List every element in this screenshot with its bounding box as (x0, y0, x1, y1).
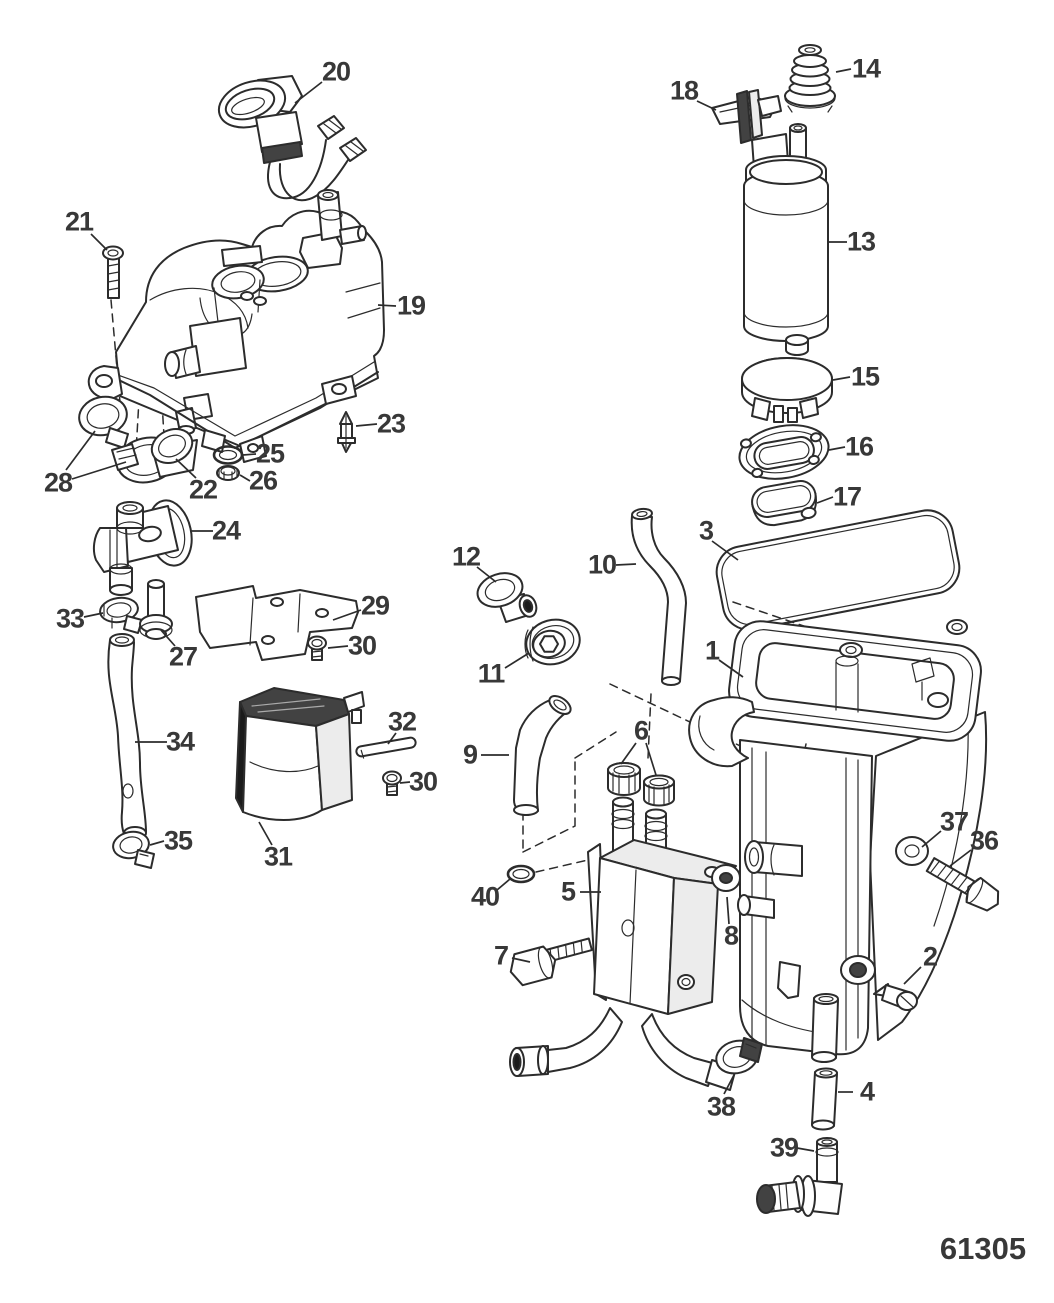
part-9-drawing (513, 695, 572, 816)
part-callout-27: 27 (168, 641, 198, 672)
part-36-drawing (925, 857, 1000, 912)
part-callout-21: 21 (64, 206, 94, 237)
part-callout-30: 30 (408, 766, 438, 797)
part-8-drawing (711, 864, 741, 892)
part-38-drawing (715, 1037, 763, 1075)
part-callout-23: 23 (376, 408, 406, 439)
part-callout-6: 6 (633, 715, 649, 746)
part-callout-35: 35 (163, 825, 193, 856)
part-callout-3: 3 (698, 515, 714, 546)
part-19-drawing (87, 189, 385, 463)
part-callout-40: 40 (470, 881, 500, 912)
part-callout-39: 39 (769, 1132, 799, 1163)
part-24-drawing (92, 499, 193, 596)
part-callout-15: 15 (850, 361, 880, 392)
part-18-drawing (711, 89, 782, 144)
part-7-drawing (509, 937, 593, 987)
part-5-drawing (509, 796, 737, 1091)
part-15-drawing (741, 357, 833, 423)
part-12-drawing (476, 572, 538, 623)
part-callout-32: 32 (387, 706, 417, 737)
part-callout-14: 14 (851, 53, 881, 84)
part-callout-36: 36 (969, 825, 999, 856)
part-callout-17: 17 (832, 481, 862, 512)
part-30-drawing (307, 635, 327, 661)
part-30b-drawing (382, 770, 402, 796)
part-callout-34: 34 (165, 726, 195, 757)
part-37-drawing (895, 836, 929, 866)
part-1-drawing (688, 619, 988, 1056)
part-33-drawing (99, 596, 143, 634)
part-callout-24: 24 (211, 515, 241, 546)
part-callout-7: 7 (493, 940, 509, 971)
part-callout-19: 19 (396, 290, 426, 321)
part-25-drawing (212, 445, 244, 465)
part-callout-4: 4 (859, 1076, 875, 1107)
part-callout-20: 20 (321, 56, 351, 87)
part-35-drawing (112, 830, 155, 869)
part-17-drawing (751, 480, 817, 527)
part-callout-33: 33 (55, 603, 85, 634)
part-2-drawing (873, 983, 918, 1011)
part-23-drawing (337, 411, 356, 453)
part-callout-37: 37 (939, 806, 969, 837)
part-26-drawing (216, 465, 240, 481)
part-27-drawing (139, 579, 173, 640)
part-callout-11: 11 (477, 658, 506, 689)
part-10-drawing (630, 507, 687, 686)
drawing-number: 61305 (939, 1231, 1027, 1266)
part-callout-38: 38 (706, 1091, 736, 1122)
part-39-drawing (756, 1137, 843, 1217)
part-13-drawing (743, 123, 829, 356)
part-callout-1: 1 (704, 635, 720, 666)
part-callout-16: 16 (844, 431, 874, 462)
part-21-drawing (102, 245, 124, 299)
part-3-drawing (715, 509, 961, 631)
part-callout-30: 30 (347, 630, 377, 661)
part-callout-28: 28 (43, 467, 73, 498)
part-34-drawing (107, 633, 147, 840)
part-callout-29: 29 (360, 590, 390, 621)
part-callout-5: 5 (560, 876, 576, 907)
part-callout-31: 31 (263, 841, 293, 872)
part-callout-25: 25 (255, 438, 285, 469)
part-16-drawing (738, 424, 830, 480)
part-32-drawing (355, 736, 417, 759)
part-callout-22: 22 (188, 474, 218, 505)
part-callout-26: 26 (248, 465, 278, 496)
part-20-drawing (217, 75, 367, 202)
part-11-drawing (524, 618, 581, 666)
part-callout-18: 18 (669, 75, 699, 106)
part-29-drawing (195, 585, 359, 661)
part-callout-10: 10 (587, 549, 617, 580)
part-callout-8: 8 (723, 920, 739, 951)
part-callout-12: 12 (451, 541, 481, 572)
part-4-drawing (811, 993, 839, 1131)
part-callout-13: 13 (846, 226, 876, 257)
part-40-drawing (506, 864, 536, 884)
part-14-drawing (784, 44, 836, 113)
part-callout-9: 9 (462, 739, 478, 770)
part-callout-2: 2 (922, 941, 938, 972)
part-31-drawing (235, 687, 365, 821)
part-6-drawing (607, 762, 675, 807)
